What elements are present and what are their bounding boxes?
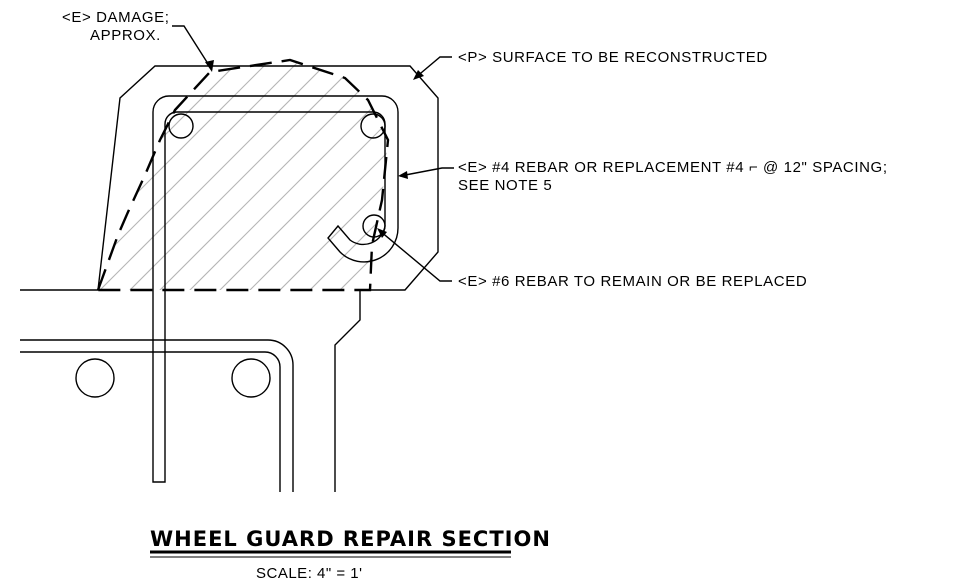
damage-label-line2: APPROX. <box>90 27 161 44</box>
surface-leader <box>414 56 452 79</box>
damage-boundary-dashed <box>96 58 390 292</box>
surface-leader-arrow <box>413 70 424 80</box>
deck-rebar-right <box>231 358 271 398</box>
deck-slab-inner <box>20 351 281 492</box>
rebar6-leader-arrow <box>377 228 387 238</box>
section-title: WHEEL GUARD REPAIR SECTION <box>150 527 551 551</box>
rebar-corner-top-left <box>168 113 194 139</box>
deck-rebar-left <box>75 358 115 398</box>
rebar6-label: <E> #6 REBAR TO REMAIN OR BE REPLACED <box>458 273 807 290</box>
deck-slab-top <box>20 339 294 492</box>
rebar-corner-top-right <box>360 113 386 139</box>
wheel-guard-outline <box>20 65 439 492</box>
damage-leader <box>172 25 213 71</box>
scale-label: SCALE: 4" = 1' <box>256 565 363 582</box>
rebar6-leader <box>379 230 452 282</box>
rebar4-leader <box>399 167 454 177</box>
damage-leader-arrow <box>205 60 214 72</box>
damage-label-line1: <E> DAMAGE; <box>62 9 169 26</box>
rebar4-label-line2: SEE NOTE 5 <box>458 177 552 194</box>
damage-hatch <box>98 60 388 290</box>
surface-label: <P> SURFACE TO BE RECONSTRUCTED <box>458 49 768 66</box>
rebar4-label-line1: <E> #4 REBAR OR REPLACEMENT #4 ⌐ @ 12" S… <box>458 159 888 176</box>
rebar4-leader-arrow <box>398 171 408 179</box>
